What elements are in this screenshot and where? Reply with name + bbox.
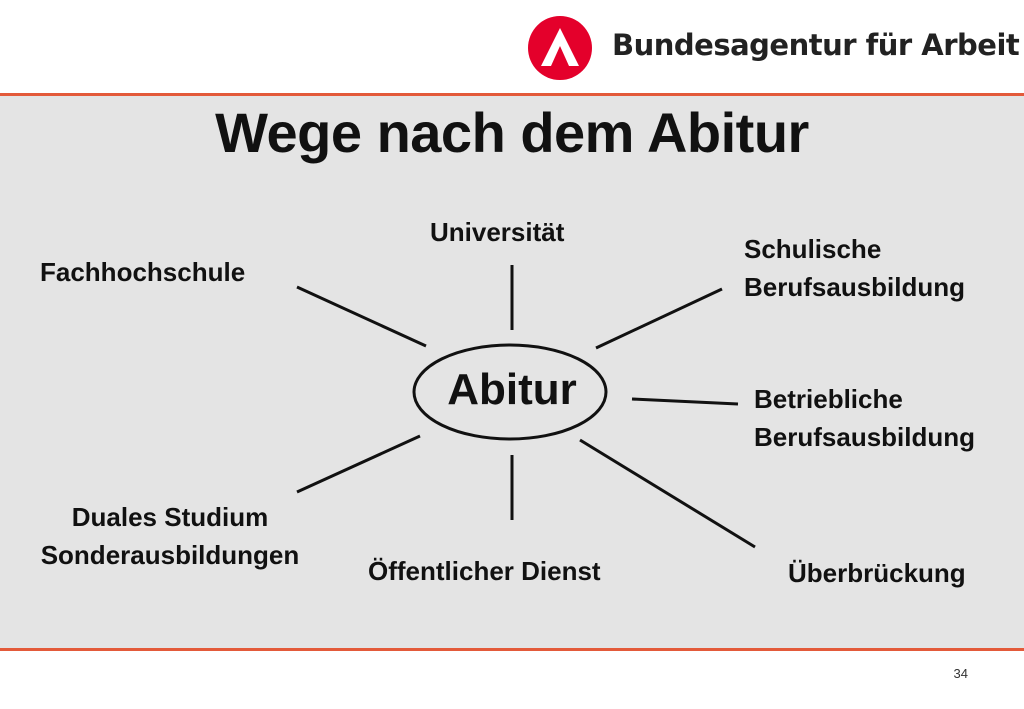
- connector-duales: [296, 434, 421, 494]
- node-schulische-berufsausbildung: Schulische Berufsausbildung: [744, 234, 966, 302]
- ba-triangle-logo-icon: [528, 16, 592, 80]
- connector-ueberbrueckung: [579, 438, 756, 549]
- slide-title: Wege nach dem Abitur: [215, 101, 809, 164]
- header-divider: [0, 93, 1024, 96]
- slide-footer: [0, 651, 1024, 709]
- brand-name: Bundesagentur für Arbeit: [612, 28, 1020, 62]
- node-universitaet: Universität: [430, 217, 565, 247]
- connector-betriebliche: [631, 397, 739, 406]
- connector-fachhochschule: [296, 285, 427, 348]
- node-duales-studium: Duales Studium Sonderausbildungen: [40, 502, 300, 570]
- page-number: 34: [953, 666, 968, 681]
- node-oeffentlicher-dienst: Öffentlicher Dienst: [368, 556, 601, 586]
- footer-divider: [0, 648, 1024, 651]
- slide-header: Bundesagentur für Arbeit: [0, 0, 1024, 95]
- node-betriebliche-berufsausbildung: Betriebliche Berufsausbildung: [754, 384, 976, 452]
- center-ellipse: [412, 343, 608, 441]
- node-fachhochschule: Fachhochschule: [40, 257, 246, 287]
- node-ueberbrueckung: Überbrückung: [788, 558, 966, 588]
- center-node-label: Abitur: [447, 365, 577, 414]
- content-panel: [0, 96, 1024, 648]
- connector-schulische: [595, 287, 723, 350]
